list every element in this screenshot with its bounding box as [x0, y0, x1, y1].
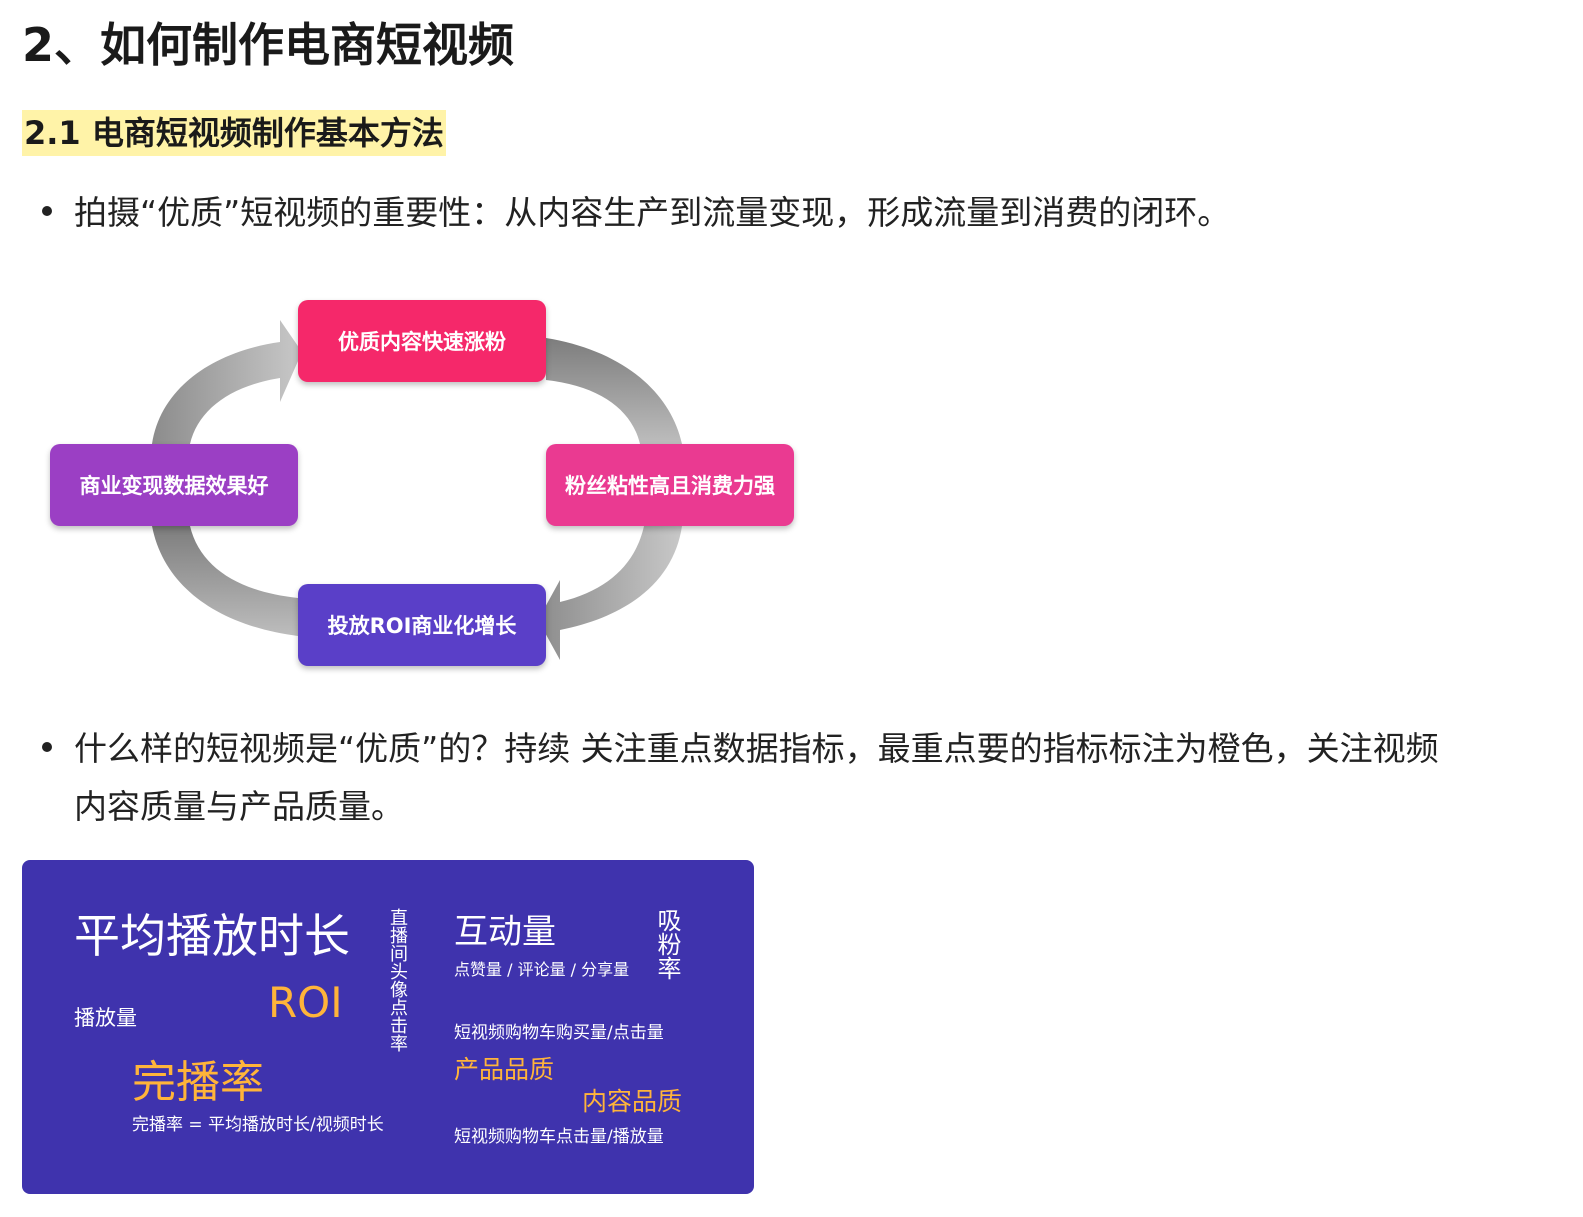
cycle-node-right: 粉丝粘性高且消费力强 — [546, 444, 794, 526]
metric-play-count: 播放量 — [74, 1006, 137, 1030]
arrow-top-left — [152, 320, 302, 444]
metric-interaction: 互动量 — [454, 912, 556, 952]
metric-product-quality: 产品品质 — [454, 1055, 555, 1084]
metric-follow-rate: 吸粉率 — [653, 908, 681, 980]
metric-avg-play-time: 平均播放时长 — [74, 909, 350, 963]
bullet-dot-icon — [42, 206, 52, 216]
metric-content-quality: 内容品质 — [582, 1087, 683, 1116]
bullet-dot-icon — [42, 742, 52, 752]
arrow-top-right — [546, 338, 682, 444]
cycle-diagram: 优质内容快速涨粉 粉丝粘性高且消费力强 投放ROI商业化增长 商业变现数据效果好 — [40, 290, 810, 680]
cycle-node-left: 商业变现数据效果好 — [50, 444, 298, 526]
arrow-bottom-left — [152, 526, 298, 636]
list-item-text: 什么样的短视频是“优质”的？持续 关注重点数据指标，最重点要的指标标注为橙色，关… — [74, 729, 1439, 826]
cycle-arrows — [152, 320, 682, 660]
section-subtitle: 2.1 电商短视频制作基本方法 — [22, 110, 446, 156]
metric-completion-formula: 完播率 = 平均播放时长/视频时长 — [132, 1115, 384, 1135]
metric-completion-rate: 完播率 — [132, 1057, 264, 1108]
list-item: 什么样的短视频是“优质”的？持续 关注重点数据指标，最重点要的指标标注为橙色，关… — [22, 720, 1482, 836]
metric-roi: ROI — [268, 978, 343, 1027]
metric-live-avatar-ctr: 直播间头像点击率 — [387, 908, 408, 1052]
metric-cart-click: 短视频购物车点击量/播放量 — [454, 1127, 664, 1147]
metric-cart-purchase: 短视频购物车购买量/点击量 — [454, 1023, 664, 1043]
cycle-node-bottom: 投放ROI商业化增长 — [298, 584, 546, 666]
metric-interaction-detail: 点赞量 / 评论量 / 分享量 — [454, 960, 630, 979]
metrics-card: 平均播放时长 播放量 ROI 完播率 完播率 = 平均播放时长/视频时长 直播间… — [22, 860, 754, 1194]
list-item-text: 拍摄“优质”短视频的重要性：从内容生产到流量变现，形成流量到消费的闭环。 — [74, 193, 1231, 232]
arrow-bottom-right — [538, 526, 682, 660]
page-title: 2、如何制作电商短视频 — [22, 18, 515, 72]
cycle-node-top: 优质内容快速涨粉 — [298, 300, 546, 382]
list-item: 拍摄“优质”短视频的重要性：从内容生产到流量变现，形成流量到消费的闭环。 — [22, 184, 1482, 242]
